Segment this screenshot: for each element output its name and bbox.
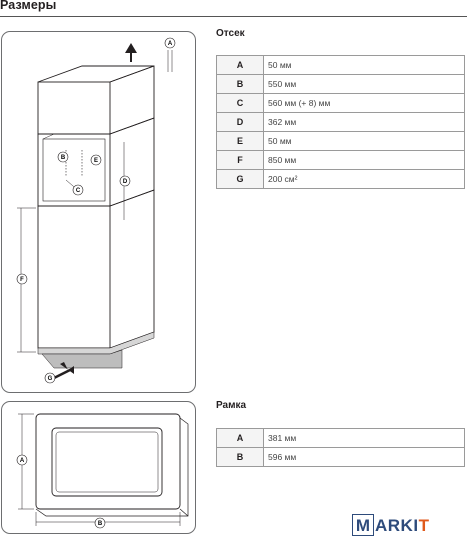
svg-text:G: G bbox=[48, 376, 53, 382]
svg-text:E: E bbox=[94, 158, 98, 164]
svg-text:F: F bbox=[20, 277, 24, 283]
marker-a: A bbox=[164, 37, 176, 49]
svg-text:C: C bbox=[76, 188, 81, 194]
marker-c: C bbox=[72, 184, 84, 196]
svg-text:D: D bbox=[123, 179, 128, 185]
frame-label: Рамка bbox=[216, 400, 247, 411]
frame-diagram-panel: A B bbox=[1, 401, 196, 534]
markit-logo: M ARKIT bbox=[352, 514, 429, 536]
logo-text: ARKIT bbox=[375, 515, 430, 535]
compartment-diagram-panel: A B E C D F G bbox=[1, 31, 196, 393]
air-out-arrow-icon bbox=[125, 43, 137, 62]
marker-b: B bbox=[57, 151, 69, 163]
marker-f: F bbox=[16, 273, 28, 285]
air-in-arrow-icon bbox=[60, 362, 74, 374]
compartment-diagram: A B E C D F G bbox=[16, 37, 176, 384]
frame-marker-a: A bbox=[16, 454, 28, 466]
title-divider bbox=[0, 16, 467, 17]
svg-text:A: A bbox=[168, 41, 173, 47]
svg-text:B: B bbox=[98, 521, 103, 527]
marker-e: E bbox=[90, 154, 102, 166]
frame-diagram: A B bbox=[16, 413, 189, 529]
marker-g: G bbox=[44, 372, 56, 384]
svg-text:A: A bbox=[20, 458, 25, 464]
svg-text:B: B bbox=[61, 155, 66, 161]
compartment-label: Отсек bbox=[216, 28, 245, 39]
logo-mark: M bbox=[352, 514, 374, 536]
marker-d: D bbox=[119, 175, 131, 187]
frame-marker-b: B bbox=[94, 517, 106, 529]
page-title: Размеры bbox=[0, 0, 57, 12]
